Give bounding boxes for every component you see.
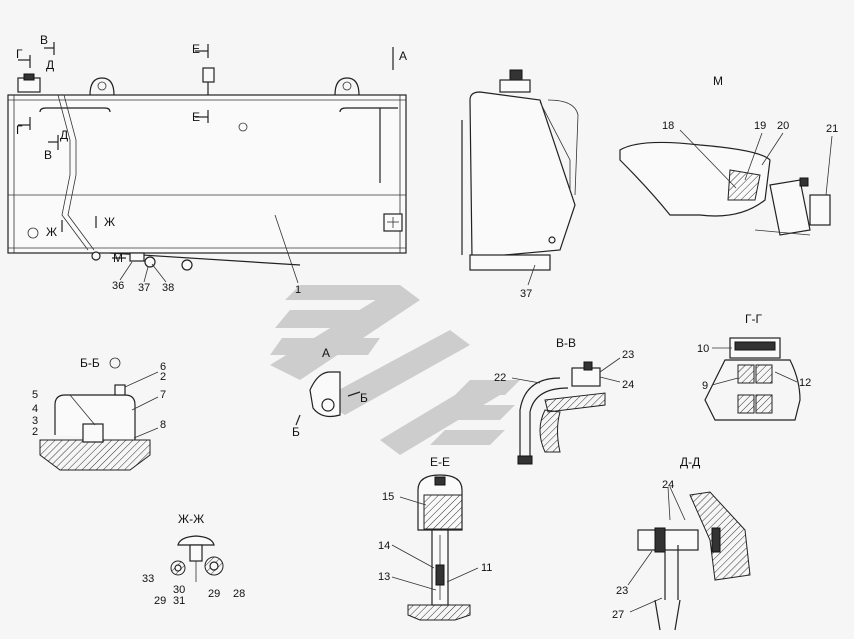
callout-2-top: 2 xyxy=(160,371,166,383)
mark-zh-left: Ж xyxy=(46,225,57,239)
callout-22: 22 xyxy=(494,372,506,384)
callout-29-left: 29 xyxy=(154,595,166,607)
callout-21: 21 xyxy=(826,123,838,135)
callout-8: 8 xyxy=(160,419,166,431)
mark-v-mid: В xyxy=(44,148,52,162)
tank-end-view xyxy=(461,69,579,286)
mark-b-view-1: Б xyxy=(360,391,368,405)
mark-d-mid: Д xyxy=(60,128,68,142)
callout-12: 12 xyxy=(799,377,811,389)
callout-27: 27 xyxy=(612,609,624,621)
tank-side-view xyxy=(7,67,407,284)
callout-37: 37 xyxy=(138,282,150,294)
callout-24-dd: 24 xyxy=(662,479,674,491)
mark-v-top: В xyxy=(40,33,48,47)
callout-33: 33 xyxy=(142,573,154,585)
callout-30: 30 xyxy=(173,584,185,596)
section-ee xyxy=(391,474,479,621)
callout-31: 31 xyxy=(173,595,185,607)
section-dd xyxy=(627,486,751,631)
mark-e-top: Е xyxy=(192,42,200,56)
callout-23: 23 xyxy=(622,349,634,361)
callout-14: 14 xyxy=(378,540,390,552)
callout-5: 5 xyxy=(32,389,38,401)
section-bb-title: Б-Б xyxy=(80,356,100,370)
section-gg-title: Г-Г xyxy=(745,312,762,326)
mark-g-top: Г xyxy=(16,47,23,61)
callout-3: 3 xyxy=(32,415,38,427)
callout-11: 11 xyxy=(481,562,492,574)
section-vv xyxy=(511,357,621,465)
callout-1: 1 xyxy=(295,284,301,296)
mark-g-mid: Г xyxy=(16,123,23,137)
callout-23-dd: 23 xyxy=(616,585,628,597)
callout-10: 10 xyxy=(697,343,709,355)
section-zhzh xyxy=(170,535,224,582)
callout-13: 13 xyxy=(378,571,390,583)
callout-37-end: 37 xyxy=(520,288,532,300)
callout-20: 20 xyxy=(777,120,789,132)
mark-d-top: Д xyxy=(46,58,54,72)
callout-19: 19 xyxy=(754,120,766,132)
section-bb xyxy=(39,371,159,471)
callout-2-bottom: 2 xyxy=(32,426,38,438)
section-gg xyxy=(704,337,801,421)
section-dd-title: Д-Д xyxy=(680,455,700,469)
section-zhzh-title: Ж-Ж xyxy=(178,512,204,526)
callout-38: 38 xyxy=(162,282,174,294)
callout-29-right: 29 xyxy=(208,588,220,600)
view-a-detail xyxy=(295,371,361,426)
mark-a-top: А xyxy=(399,49,407,63)
mark-zh-right: Ж xyxy=(104,215,115,229)
view-a-title: А xyxy=(322,346,330,360)
section-vv-title: В-В xyxy=(556,336,576,350)
mark-m-low: М xyxy=(113,251,123,265)
watermark-logo xyxy=(270,285,520,455)
callout-7: 7 xyxy=(160,389,166,401)
callout-9: 9 xyxy=(702,380,708,392)
callout-6: 6 xyxy=(160,361,166,373)
callout-28: 28 xyxy=(233,588,245,600)
callout-18: 18 xyxy=(662,120,674,132)
cutting-plane-marks: В Г Д Е А Е Г В Д Ж Ж М xyxy=(16,33,407,265)
callout-15: 15 xyxy=(382,491,394,503)
section-ee-title: Е-Е xyxy=(430,455,450,469)
callout-24: 24 xyxy=(622,379,634,391)
view-m-title: М xyxy=(713,74,723,88)
view-m xyxy=(619,129,833,236)
callout-4: 4 xyxy=(32,403,38,415)
mark-e-mid: Е xyxy=(192,110,200,124)
callout-36: 36 xyxy=(112,280,124,292)
mark-b-view-2: Б xyxy=(292,425,300,439)
